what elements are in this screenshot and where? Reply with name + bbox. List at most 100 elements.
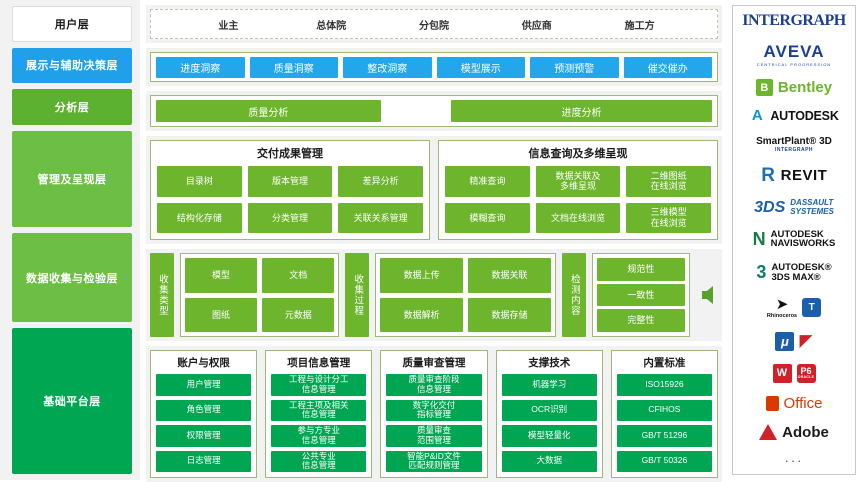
base-column-title: 支撑技术 xyxy=(528,357,571,369)
adobe-logo-text: Adobe xyxy=(782,423,829,441)
stakeholder-item: 分包院 xyxy=(418,20,449,32)
analysis-bar-quality[interactable]: 质量分析 xyxy=(156,100,381,122)
collection-process-item[interactable]: 数据上传 xyxy=(380,258,464,293)
collection-process-box: 数据上传 数据关联 数据解析 数据存储 xyxy=(375,253,556,337)
panel-cell[interactable]: 分类管理 xyxy=(247,202,333,233)
base-item[interactable]: 权限管理 xyxy=(156,425,252,447)
vendor-logo-dassault: 3DS DASSAULT SYSTEMES xyxy=(737,199,851,217)
collection-type-item[interactable]: 文档 xyxy=(262,258,335,293)
layer-base-platform[interactable]: 基础平台层 xyxy=(12,328,132,474)
stakeholder-item: 业主 xyxy=(218,20,239,32)
panel-cell[interactable]: 结构化存储 xyxy=(157,202,242,233)
panel-cell-grid: 目录树 版本管理 差异分析 结构化存储 分类管理 关联关系管理 xyxy=(157,166,423,233)
vendor-logo-microstation-sketchup: μ ◤ xyxy=(737,331,851,351)
bentley-icon: B xyxy=(755,79,773,97)
panel-cell[interactable]: 精准查询 xyxy=(445,166,530,197)
base-column-items: 机器学习 OCR识别 模型轻量化 大数据 xyxy=(501,374,597,473)
stakeholder-band: 业主 总体院 分包院 供应商 施工方 xyxy=(146,5,722,43)
management-band: 交付成果管理 目录树 版本管理 差异分析 结构化存储 分类管理 关联关系管理 信… xyxy=(146,136,722,244)
panel-title: 信息查询及多维呈现 xyxy=(528,148,628,160)
navisworks-logo-text: AUTODESK NAVISWORKS xyxy=(770,228,836,250)
base-item[interactable]: 智能P&ID文件匹配规则管理 xyxy=(386,450,482,473)
insight-button-model-display[interactable]: 模型展示 xyxy=(436,56,525,78)
navisworks-line1: AUTODESK xyxy=(770,228,824,240)
base-item[interactable]: 公共专业信息管理 xyxy=(271,450,367,473)
3dsmax-line2: 3DS MAX® xyxy=(771,271,821,283)
base-item[interactable]: 角色管理 xyxy=(156,399,252,422)
base-column-title: 账户与权限 xyxy=(177,357,230,369)
base-item[interactable]: 数字化交付指标管理 xyxy=(386,399,482,422)
base-item[interactable]: 模型轻量化 xyxy=(501,425,597,447)
base-platform-band: 账户与权限 用户管理 角色管理 权限管理 日志管理 项目信息管理 工程与设计分工… xyxy=(146,346,722,482)
smartplant-logo-sub: INTERGRAPH xyxy=(774,146,814,153)
dassault-logo-text: DASSAULT SYSTEMES xyxy=(790,199,834,216)
base-item[interactable]: 工程与设计分工信息管理 xyxy=(271,374,367,396)
collection-type-item[interactable]: 图纸 xyxy=(185,297,258,332)
vendor-logo-bentley: B Bentley xyxy=(737,79,851,97)
layer-display-decision[interactable]: 展示与辅助决策层 xyxy=(12,47,132,84)
panel-cell[interactable]: 三维模型在线浏览 xyxy=(626,202,711,233)
analysis-bar-progress[interactable]: 进度分析 xyxy=(451,100,712,122)
collection-type-label: 收集类型 xyxy=(150,253,174,337)
vendor-logo-intergraph: INTERGRAPH xyxy=(737,12,851,30)
layer-user[interactable]: 用户层 xyxy=(12,6,132,42)
panel-cell[interactable]: 模糊查询 xyxy=(445,202,530,233)
panel-cell[interactable]: 目录树 xyxy=(157,166,242,197)
insight-button-quality[interactable]: 质量洞察 xyxy=(249,56,338,78)
panel-cell[interactable]: 关联关系管理 xyxy=(338,202,423,233)
collection-process-item[interactable]: 数据存储 xyxy=(468,297,551,332)
check-item[interactable]: 完整性 xyxy=(596,309,685,332)
insight-button-expedite[interactable]: 催交催办 xyxy=(623,56,712,78)
management-panel-row: 交付成果管理 目录树 版本管理 差异分析 结构化存储 分类管理 关联关系管理 信… xyxy=(150,140,718,240)
3dsmax-logo-text: AUTODESK® 3DS MAX® xyxy=(771,262,831,283)
vendor-logo-navisworks: N AUTODESK NAVISWORKS xyxy=(737,229,851,250)
panel-cell[interactable]: 文档在线浏览 xyxy=(535,202,621,233)
base-item[interactable]: ISO15926 xyxy=(616,374,713,396)
base-item[interactable]: 日志管理 xyxy=(156,450,252,473)
panel-cell[interactable]: 差异分析 xyxy=(338,166,423,197)
base-column-title: 质量审查管理 xyxy=(402,357,466,369)
collection-type-item[interactable]: 模型 xyxy=(185,258,258,293)
collection-type-item[interactable]: 元数据 xyxy=(262,297,335,332)
insight-band: 进度洞察 质量洞察 整改洞察 模型展示 预测预警 催交催办 xyxy=(146,48,722,86)
panel-cell[interactable]: 版本管理 xyxy=(247,166,333,197)
panel-cell[interactable]: 数据关联及多维呈现 xyxy=(535,166,621,197)
base-item[interactable]: 大数据 xyxy=(501,450,597,473)
collection-process-item[interactable]: 数据解析 xyxy=(380,297,464,332)
insight-button-row: 进度洞察 质量洞察 整改洞察 模型展示 预测预警 催交催办 xyxy=(150,52,718,82)
insight-button-forecast-alert[interactable]: 预测预警 xyxy=(530,56,619,78)
base-item[interactable]: 参与方专业信息管理 xyxy=(271,425,367,447)
check-content-box: 规范性 一致性 完整性 xyxy=(591,253,690,337)
base-item[interactable]: GB/T 51296 xyxy=(616,425,713,447)
base-item[interactable]: OCR识别 xyxy=(501,399,597,422)
stakeholder-item: 供应商 xyxy=(521,20,552,32)
base-item[interactable]: 质量审查阶段信息管理 xyxy=(386,374,482,396)
panel-deliverable-management: 交付成果管理 目录树 版本管理 差异分析 结构化存储 分类管理 关联关系管理 xyxy=(150,140,430,240)
insight-button-rectification[interactable]: 整改洞察 xyxy=(343,56,432,78)
vendor-logo-office: Office xyxy=(737,395,851,412)
layer-analysis[interactable]: 分析层 xyxy=(12,89,132,125)
panel-cell[interactable]: 二维图纸在线浏览 xyxy=(626,166,711,197)
p6-label: P6 xyxy=(800,366,812,377)
collection-process-item[interactable]: 数据关联 xyxy=(468,258,551,293)
layer-data-collection[interactable]: 数据收集与检验层 xyxy=(12,233,132,323)
analysis-band: 质量分析 进度分析 xyxy=(146,91,722,131)
check-item[interactable]: 一致性 xyxy=(596,283,685,307)
base-item[interactable]: CFIHOS xyxy=(616,399,713,422)
base-item[interactable]: 工程主项及相关信息管理 xyxy=(271,399,367,422)
check-item[interactable]: 规范性 xyxy=(596,258,685,281)
insight-button-progress[interactable]: 进度洞察 xyxy=(156,56,245,78)
base-item[interactable]: GB/T 50326 xyxy=(616,450,713,473)
layer-management-presentation[interactable]: 管理及呈现层 xyxy=(12,130,132,228)
ellipsis-icon: ··· xyxy=(784,452,804,468)
panel-cell-grid: 精准查询 数据关联及多维呈现 二维图纸在线浏览 模糊查询 文档在线浏览 三维模型… xyxy=(445,166,711,233)
base-column-builtin-standards: 内置标准 ISO15926 CFIHOS GB/T 51296 GB/T 503… xyxy=(610,350,719,479)
stakeholder-list: 业主 总体院 分包院 供应商 施工方 xyxy=(150,9,718,39)
navisworks-line2: NAVISWORKS xyxy=(770,238,836,250)
base-item[interactable]: 质量审查范围管理 xyxy=(386,425,482,447)
dassault-icon: 3DS xyxy=(754,198,786,216)
base-item[interactable]: 用户管理 xyxy=(156,374,252,396)
base-item[interactable]: 机器学习 xyxy=(501,374,597,396)
vendor-logo-more: ··· xyxy=(737,453,851,468)
